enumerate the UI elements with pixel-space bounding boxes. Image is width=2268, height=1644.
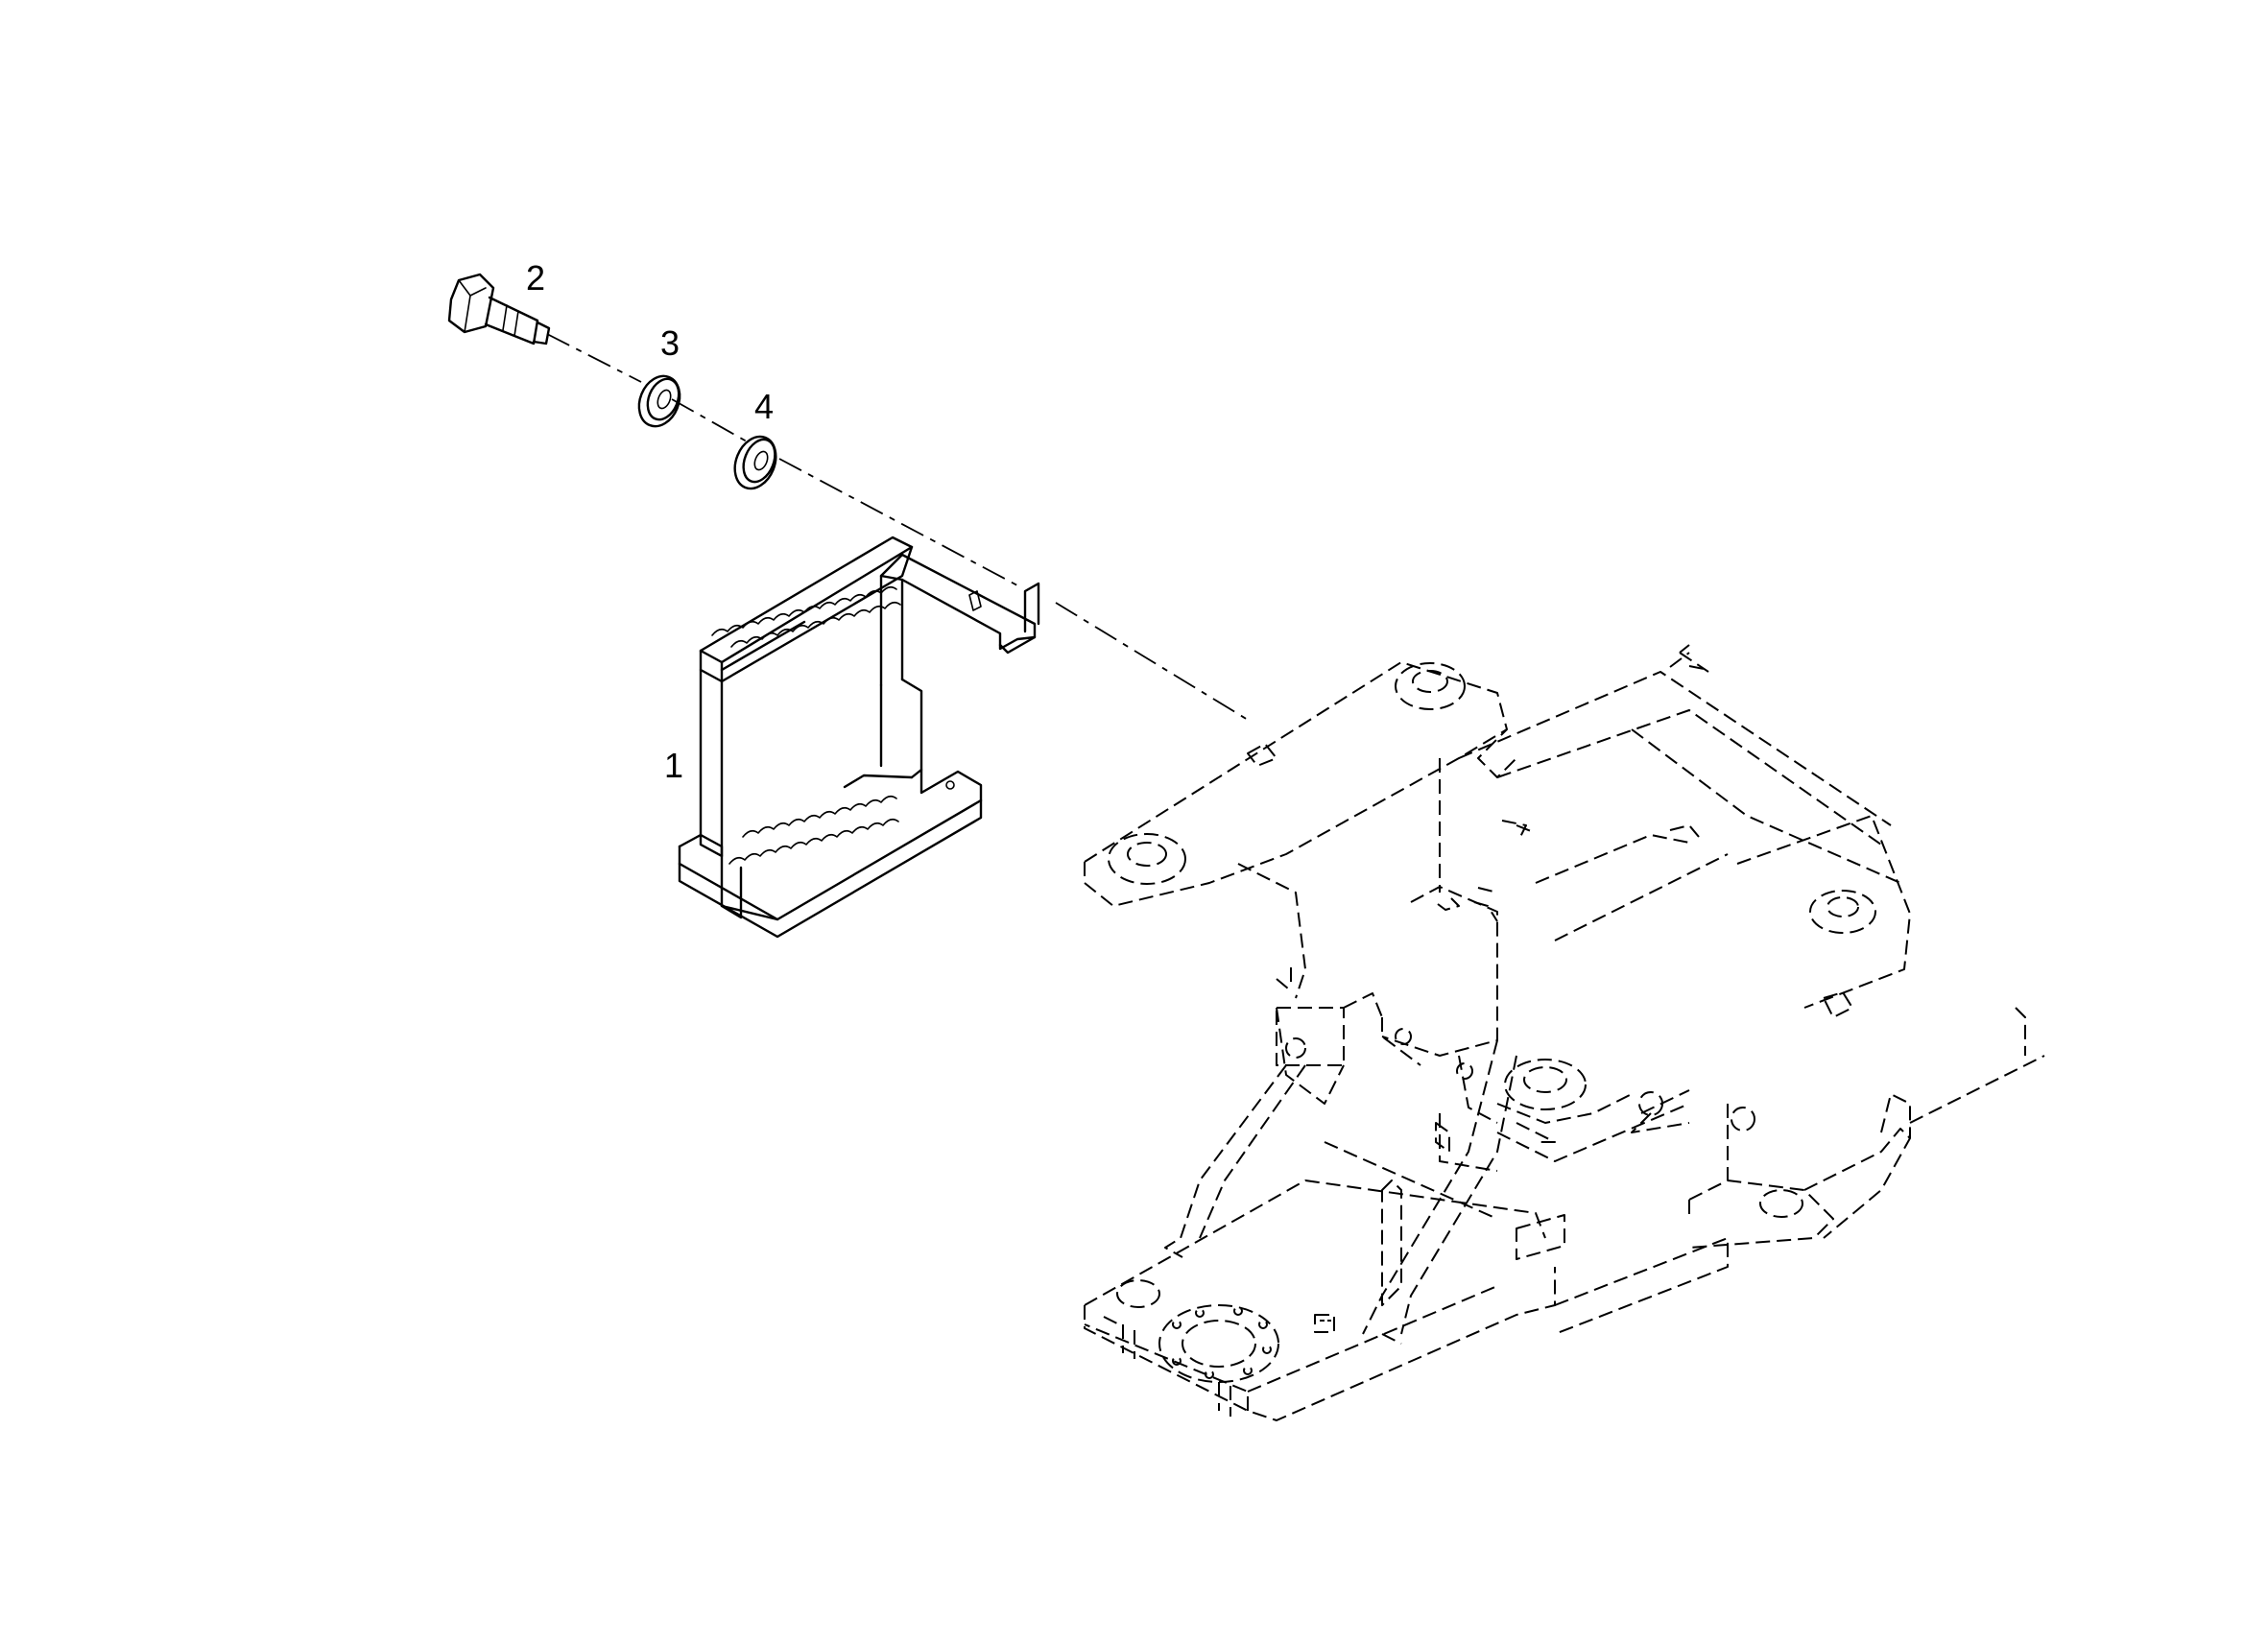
callout-3: 3 — [660, 323, 680, 363]
callout-2: 2 — [526, 258, 545, 298]
callout-4: 4 — [754, 387, 774, 426]
washer-icon — [637, 374, 681, 428]
machine-frame-phantom — [1084, 644, 2045, 1421]
step-ladder-icon — [678, 536, 1040, 939]
assembly-axis-line — [546, 333, 1249, 721]
callout-1: 1 — [664, 746, 683, 785]
washer-icon — [733, 435, 777, 490]
hex-bolt-icon — [447, 273, 551, 345]
